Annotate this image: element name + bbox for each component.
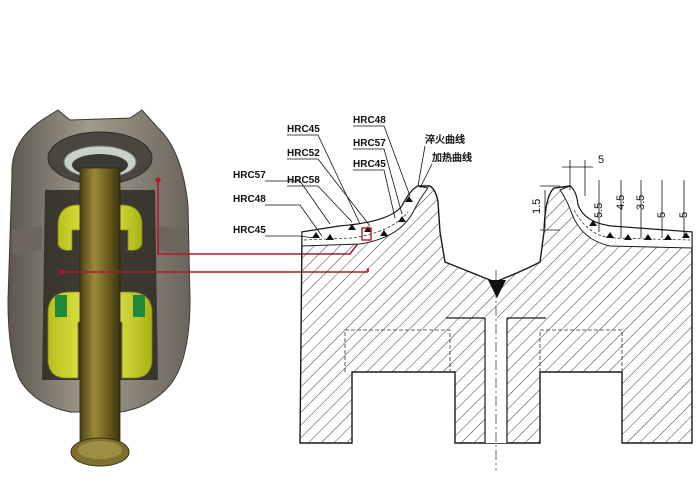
dim-left-height: 1.5 [531,199,543,214]
measurement-box [361,227,372,241]
shaft [79,167,121,451]
sample-points [312,196,690,240]
dim-d2: 4.5 [615,195,627,210]
label-hrc45-top: HRC45 [287,124,320,135]
dim-d5: 5 [678,212,690,218]
label-hrc57-mid: HRC57 [353,138,386,149]
dim-top-width: 5 [598,154,604,166]
hardened-zone-lower [47,291,153,379]
leader-lines [265,125,433,239]
dim-d1: 5.5 [593,203,605,218]
label-hrc57-left: HRC57 [233,170,266,181]
hardened-layer-right [559,185,693,249]
label-hrc45-left: HRC45 [233,225,266,236]
hardened-layer-left [301,185,429,247]
dim-d4: 5 [656,212,668,218]
weld-mark [488,280,506,298]
inner-profile-right [539,329,623,372]
label-quench-curve: 淬火曲线 [425,133,465,146]
cross-section [265,125,693,470]
dimension-values: 5 1.5 5.5 4.5 3.5 5 5 [531,154,690,218]
label-hrc48-left: HRC48 [233,194,266,205]
label-heating-curve: 加热曲线 [431,151,472,164]
hardness-labels: HRC45 HRC52 HRC58 HRC48 HRC57 HRC45 淬火曲线… [233,115,472,236]
assembly-illustration [7,109,369,467]
dim-d3: 3.5 [635,195,647,210]
label-hrc48-top: HRC48 [353,115,386,126]
label-hrc58: HRC58 [287,175,320,186]
label-hrc52: HRC52 [287,148,320,159]
dimension-lines [540,160,685,238]
inner-profile-left [344,329,451,372]
label-hrc45-mid: HRC45 [353,159,386,170]
